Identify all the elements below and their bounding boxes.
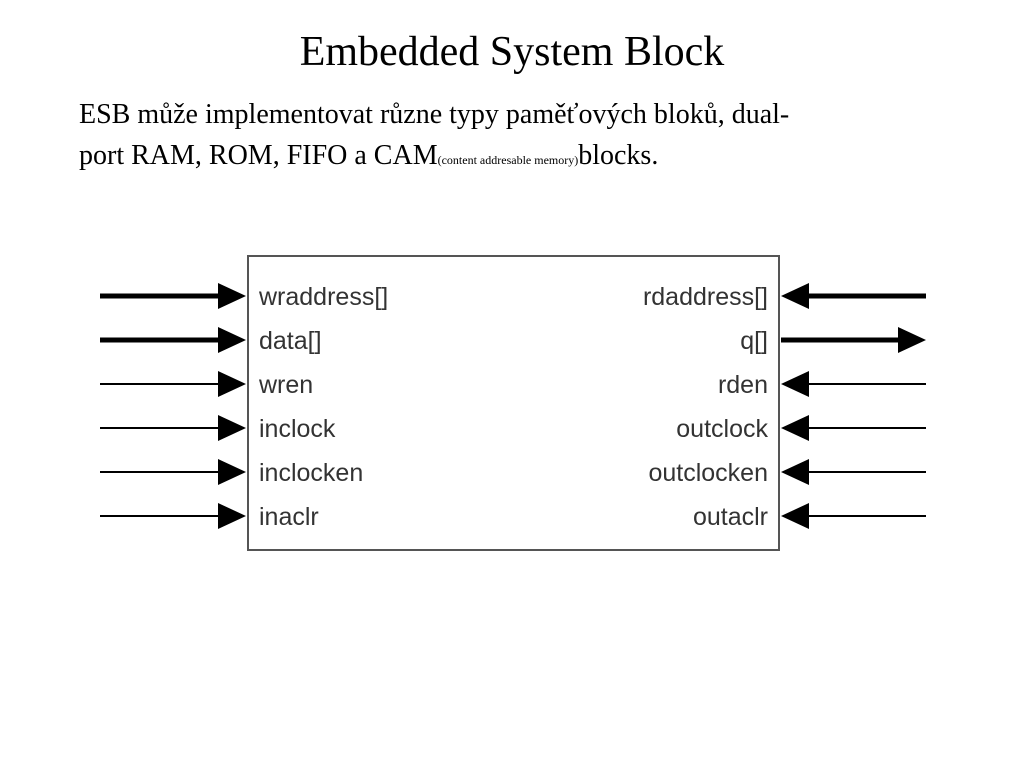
port-rdaddress-label: rdaddress[] (643, 283, 768, 311)
port-outclock-arrow (781, 415, 926, 441)
port-outclocken-label: outclocken (648, 459, 768, 487)
port-outclocken-arrow (781, 459, 926, 485)
port-data-label: data[] (259, 327, 322, 355)
slide-title: Embedded System Block (299, 29, 725, 75)
body-line-1: ESB může implementovat různe typy paměťo… (79, 99, 790, 130)
port-rdaddress-arrow (781, 283, 926, 309)
body-small-note: (content addresable memory) (437, 153, 579, 167)
slide-body-text: ESB může implementovat různe typy paměťo… (79, 94, 969, 176)
port-inclock-arrow (100, 415, 246, 441)
port-data-arrow (100, 327, 246, 353)
body-line-2: port RAM, ROM, FIFO a CAM (79, 140, 438, 171)
port-inclocken-arrow (100, 459, 246, 485)
port-wraddress-label: wraddress[] (258, 283, 388, 311)
port-outaclr-arrow (781, 503, 926, 529)
port-outclock-label: outclock (676, 415, 768, 443)
port-wraddress-arrow (100, 283, 246, 309)
port-outaclr-label: outaclr (693, 503, 768, 531)
port-q-label: q[] (740, 327, 768, 355)
port-inclocken-label: inclocken (259, 459, 363, 487)
port-inaclr-arrow (100, 503, 246, 529)
port-rden-label: rden (718, 371, 768, 399)
port-inaclr-label: inaclr (259, 503, 319, 531)
body-line-2-end: blocks. (578, 140, 659, 171)
port-q-arrow (781, 327, 926, 353)
port-wren-label: wren (258, 371, 313, 399)
right-ports: rdaddress[] q[] rden outclock outclocken outa… (643, 283, 926, 531)
left-ports: wraddress[] data[] wren inclock inclocken ina… (100, 283, 388, 531)
port-wren-arrow (100, 371, 246, 397)
port-rden-arrow (781, 371, 926, 397)
port-inclock-label: inclock (259, 415, 336, 443)
esb-block-box (247, 255, 780, 551)
